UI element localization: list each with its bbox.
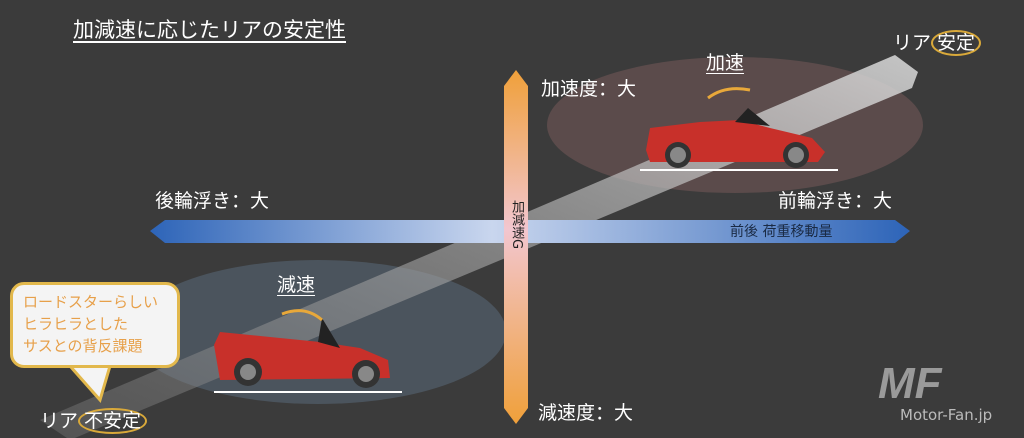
speech-bubble: ロードスターらしい ヒラヒラとした サスとの背反課題 xyxy=(10,282,180,368)
decel-large-label: 減速度：大 xyxy=(538,402,634,424)
stability-band xyxy=(40,55,918,438)
rear-lift-label: 後輪浮き：大 xyxy=(155,190,270,212)
rear-unstable-label: リア不安定 xyxy=(40,406,148,434)
accel-large-label: 加速度：大 xyxy=(541,78,637,100)
accel-label: 加速 xyxy=(706,52,745,74)
rear-unstable-prefix: リア xyxy=(40,410,79,432)
decel-label: 減速 xyxy=(277,274,316,296)
rear-stable-label: リア安定 xyxy=(893,28,982,56)
front-lift-label: 前輪浮き：大 xyxy=(778,190,893,212)
vertical-axis-arrow xyxy=(504,70,528,424)
rear-stable-prefix: リア xyxy=(893,32,932,54)
rear-stable-ring: 安定 xyxy=(931,30,982,56)
logo-mark: MF xyxy=(878,359,943,408)
vertical-axis-label: 加減速G xyxy=(509,200,524,250)
page-title: 加減速に応じたリアの安定性 xyxy=(73,18,346,42)
bubble-line: サスとの背反課題 xyxy=(23,337,143,355)
bubble-line: ロードスターらしい xyxy=(23,293,159,311)
bubble-line: ヒラヒラとした xyxy=(23,315,129,333)
logo-text: Motor-Fan.jp xyxy=(900,406,993,424)
horizontal-axis-arrow xyxy=(150,220,910,243)
horizontal-axis-label: 前後 荷重移動量 xyxy=(730,224,833,240)
pitch-arrow-accel xyxy=(707,87,751,100)
pitch-arrow-decel xyxy=(281,309,323,322)
car-decel xyxy=(214,318,402,393)
rear-unstable-ring: 不安定 xyxy=(78,408,148,434)
car-accel xyxy=(640,108,838,171)
